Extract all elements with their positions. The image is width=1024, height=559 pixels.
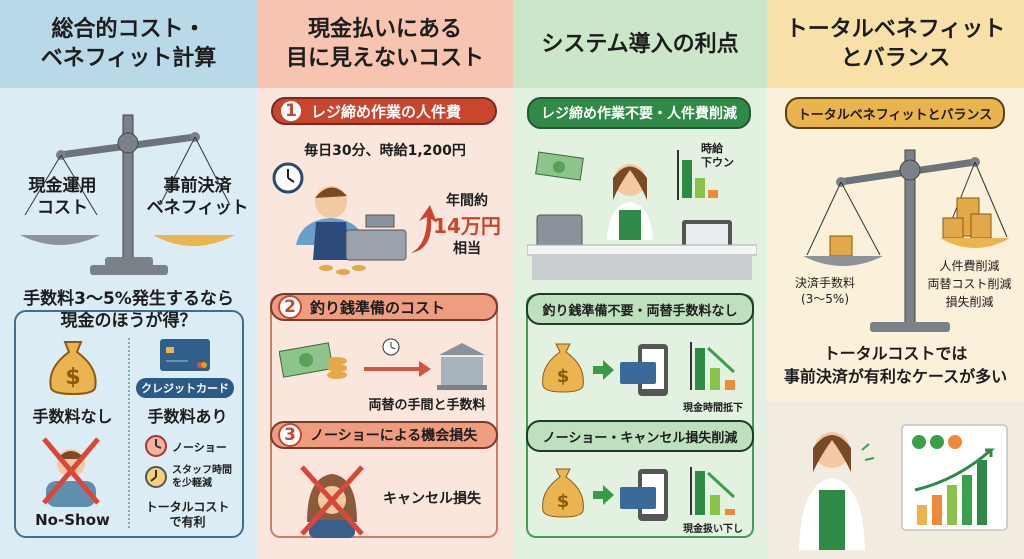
balance-scale-with-coins-icon — [803, 149, 1010, 332]
annual-prefix: 年間約 — [446, 193, 488, 209]
cancel-loss-caption: キャンセル損失 — [383, 491, 481, 507]
benefit-item: 損失削減 — [945, 295, 994, 309]
section-title: レジ締め作業の人件費 — [311, 102, 462, 121]
svg-text:$: $ — [557, 366, 570, 387]
wage-down-label: 時給 下ウン — [701, 142, 734, 169]
fee-label: 手数料あり — [147, 407, 228, 426]
column-cost-benefit: 総合的コスト・ ベネフィット計算 現金運用 コスト 事前決済 ベネフィット 手数… — [0, 0, 257, 559]
column-title: 総合的コスト・ ベネフィット計算 — [0, 0, 257, 88]
cash-to-card-chart-illustration: $ — [542, 467, 736, 521]
section-3-header: 3 ノーショーによる機会損失 — [270, 421, 498, 449]
comparison-box — [14, 310, 244, 538]
scale-left-label: 現金運用 コスト — [28, 176, 97, 218]
scale-right-label: 事前決済 ベネフィット — [146, 176, 249, 218]
column-total-balance: トータルベネフィット とバランス トータルベネフィットとバランス 決済手数料 (… — [767, 0, 1024, 559]
benefit-1-header: レジ締め作業不要・人件費削減 — [527, 97, 751, 129]
section-number: 3 — [278, 423, 302, 447]
section-title: 釣り銭準備のコスト — [310, 298, 446, 317]
column-system-benefits: システム導入の利点 レジ締め作業不要・人件費削減 時給 下ウン 釣り銭準備不要・… — [513, 0, 767, 559]
clock-icon — [145, 435, 167, 457]
staff-time-label: スタッフ時間 を少軽減 — [172, 465, 232, 489]
section-number: 2 — [278, 295, 302, 319]
section-title: ノーショーによる機会損失 — [310, 428, 478, 444]
cashier-counter-illustration — [527, 150, 757, 280]
benefit-2-header: 釣り銭準備不要・両替手数料なし — [526, 293, 754, 325]
column-title: 現金払いにある 目に見えないコスト — [257, 0, 513, 88]
section-1-header: 1 レジ締め作業の人件費 — [271, 97, 497, 125]
benefit-2-caption: 現金時間抵下 — [683, 403, 743, 414]
annual-suffix: 相当 — [453, 241, 481, 257]
no-show-woman-icon — [300, 465, 364, 538]
balance-badge: トータルベネフィットとバランス — [785, 97, 1005, 129]
benefit-list: 人件費削減 両替コスト削減 損失削減 — [917, 257, 1022, 311]
no-fee-label: 手数料なし — [32, 407, 113, 426]
total-cost-label: トータルコスト で有利 — [145, 500, 230, 529]
annual-amount: 14万円 — [433, 214, 501, 238]
benefit-3-header: ノーショー・キャンセル損失削減 — [526, 420, 754, 452]
column-title: トータルベネフィット とバランス — [767, 0, 1024, 88]
stressed-cashier-illustration — [272, 162, 407, 275]
benefit-item: 人件費削減 — [939, 259, 1000, 273]
no-show-person-icon — [42, 437, 100, 507]
clock-icon — [145, 466, 167, 488]
divider — [128, 338, 130, 528]
up-arrow-icon — [411, 205, 437, 253]
balance-scale-icon — [20, 114, 235, 275]
no-show-label: No-Show — [35, 511, 110, 529]
money-bag-icon: $ — [49, 341, 97, 396]
payment-fee-label: 決済手数料 (3〜5%) — [794, 276, 855, 306]
section-2-header: 2 釣り銭準備のコスト — [270, 293, 498, 321]
exchange-caption: 両替の手間と手数料 — [368, 398, 486, 413]
svg-text:$: $ — [557, 491, 570, 512]
benefit-item: 両替コスト削減 — [927, 277, 1012, 291]
column-title: システム導入の利点 — [513, 0, 767, 88]
svg-text:$: $ — [65, 365, 80, 390]
question-text: 手数料3〜5%発生するなら 現金のほうが得？ — [23, 289, 234, 331]
conclusion-text: トータルコストでは 事前決済が有利なケースが多い — [783, 344, 1008, 386]
clock-noshow-label: ノーショー — [172, 441, 227, 454]
cash-to-card-chart-illustration: $ — [542, 342, 736, 396]
staff-with-growth-chart-illustration — [799, 424, 1008, 550]
credit-card-icon — [160, 339, 210, 371]
section-number: 1 — [279, 99, 303, 123]
benefit-3-caption: 現金扱い下し — [683, 524, 743, 535]
wage-detail: 毎日30分、時給1,200円 — [304, 143, 466, 159]
credit-card-badge: クレジットカード — [136, 378, 234, 398]
cash-to-bank-illustration — [279, 338, 487, 390]
column-hidden-costs: 現金払いにある 目に見えないコスト 1 レジ締め作業の人件費 毎日30分、時給1,… — [257, 0, 513, 559]
